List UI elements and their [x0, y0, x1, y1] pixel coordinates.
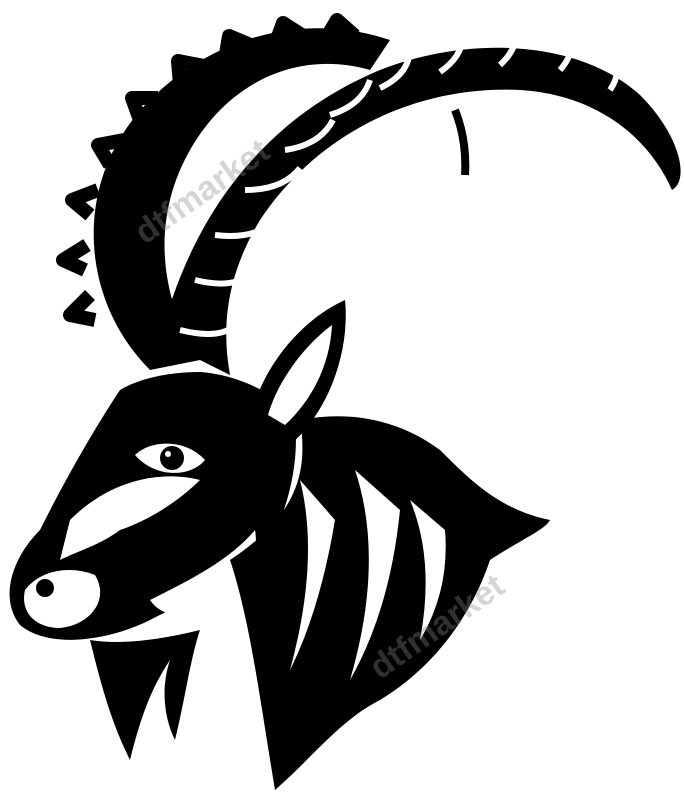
front-horn: [160, 20, 681, 375]
eye: [135, 443, 205, 473]
neck-mane: [230, 416, 550, 790]
ear: [250, 300, 346, 445]
head: [9, 372, 296, 640]
beard: [90, 630, 200, 760]
back-horn: [56, 13, 391, 370]
